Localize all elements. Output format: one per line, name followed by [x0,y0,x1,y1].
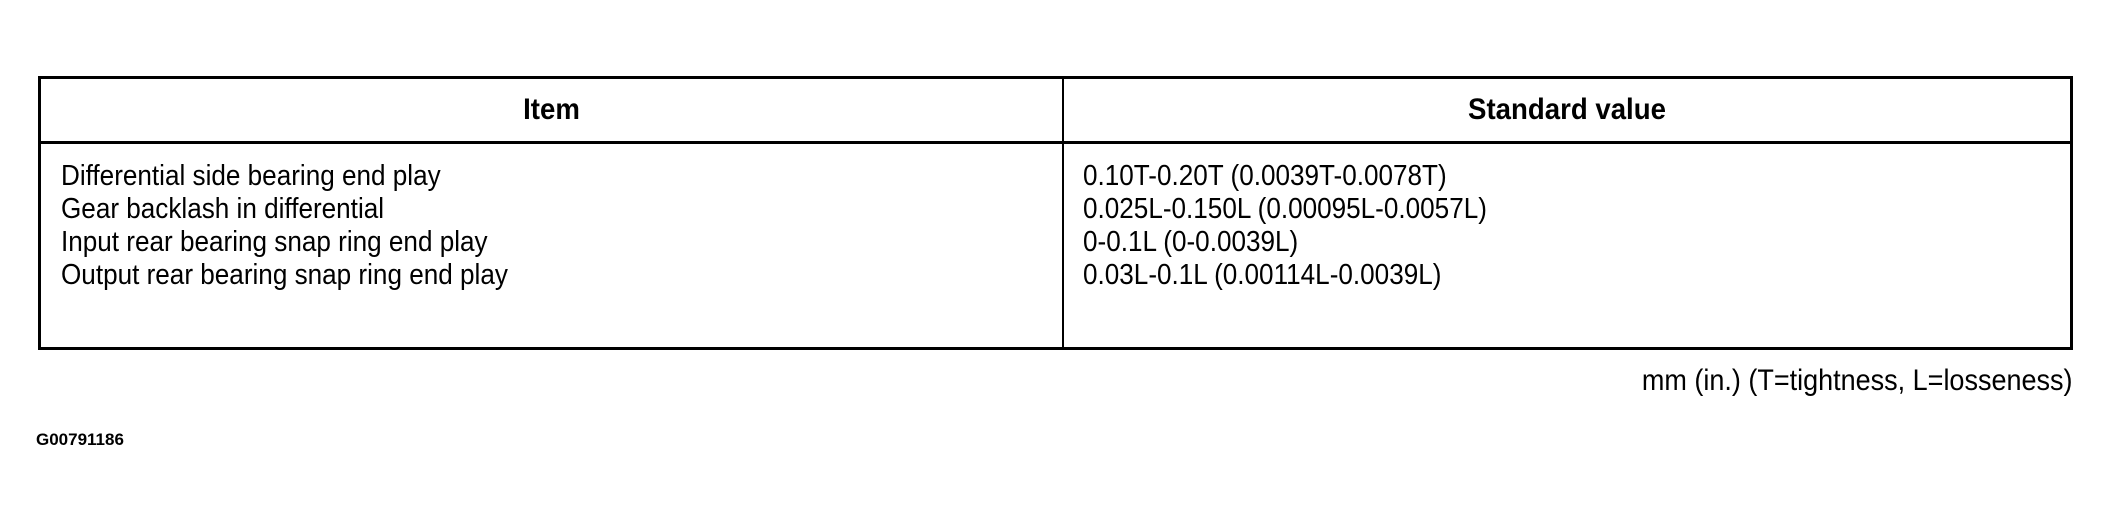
units-note: mm (in.) (T=tightness, L=losseness) [1641,364,2072,397]
table-row: Differential side bearing end play 0.10T… [41,160,2070,193]
table-body: Differential side bearing end play 0.10T… [41,144,2070,347]
item-cell: Differential side bearing end play [61,160,441,192]
spec-table: Item Standard value Differential side be… [38,76,2073,350]
value-cell: 0-0.1L (0-0.0039L) [1083,226,1299,258]
item-cell: Output rear bearing snap ring end play [61,259,508,291]
value-cell: 0.10T-0.20T (0.0039T-0.0078T) [1083,160,1447,192]
item-cell: Input rear bearing snap ring end play [61,226,488,258]
table-row: Input rear bearing snap ring end play 0-… [41,226,2070,259]
header-item: Item [523,93,580,126]
table-row: Output rear bearing snap ring end play 0… [41,259,2070,292]
value-cell: 0.03L-0.1L (0.00114L-0.0039L) [1083,259,1442,291]
figure-code: G00791186 [36,430,124,449]
column-divider [1062,79,1064,347]
table-header: Item Standard value [41,79,2070,144]
table-row: Gear backlash in differential 0.025L-0.1… [41,193,2070,226]
value-cell: 0.025L-0.150L (0.00095L-0.0057L) [1083,193,1487,225]
header-standard-value: Standard value [1468,93,1666,126]
item-cell: Gear backlash in differential [61,193,385,225]
